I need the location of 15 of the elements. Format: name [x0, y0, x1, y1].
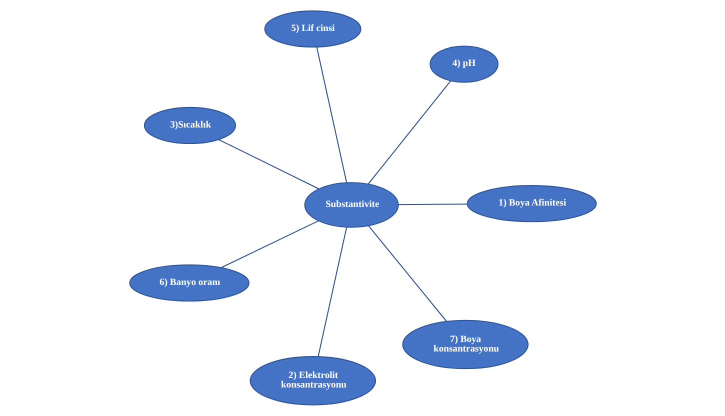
connector — [368, 226, 446, 322]
node-ellipse: 2) Elektrolit konsantrasyonu — [249, 356, 376, 406]
connector — [218, 139, 319, 190]
node-ellipse: 1) Boya Afinitesi — [466, 185, 596, 222]
node-ellipse: Substantivite — [304, 182, 398, 228]
node-ellipse: 3)Sıcaklık — [143, 106, 236, 144]
connector — [367, 80, 451, 184]
connector — [398, 204, 467, 206]
node-ellipse: 7) Boya konsantrasyonu — [402, 320, 528, 370]
node-ellipse: 6) Banyo oranı — [128, 264, 249, 302]
node-ellipse: 5) Lif cinsi — [264, 10, 361, 48]
connector — [317, 227, 347, 356]
connector — [220, 220, 318, 268]
node-ellipse: 4) pH — [429, 46, 498, 83]
connector — [316, 47, 347, 183]
